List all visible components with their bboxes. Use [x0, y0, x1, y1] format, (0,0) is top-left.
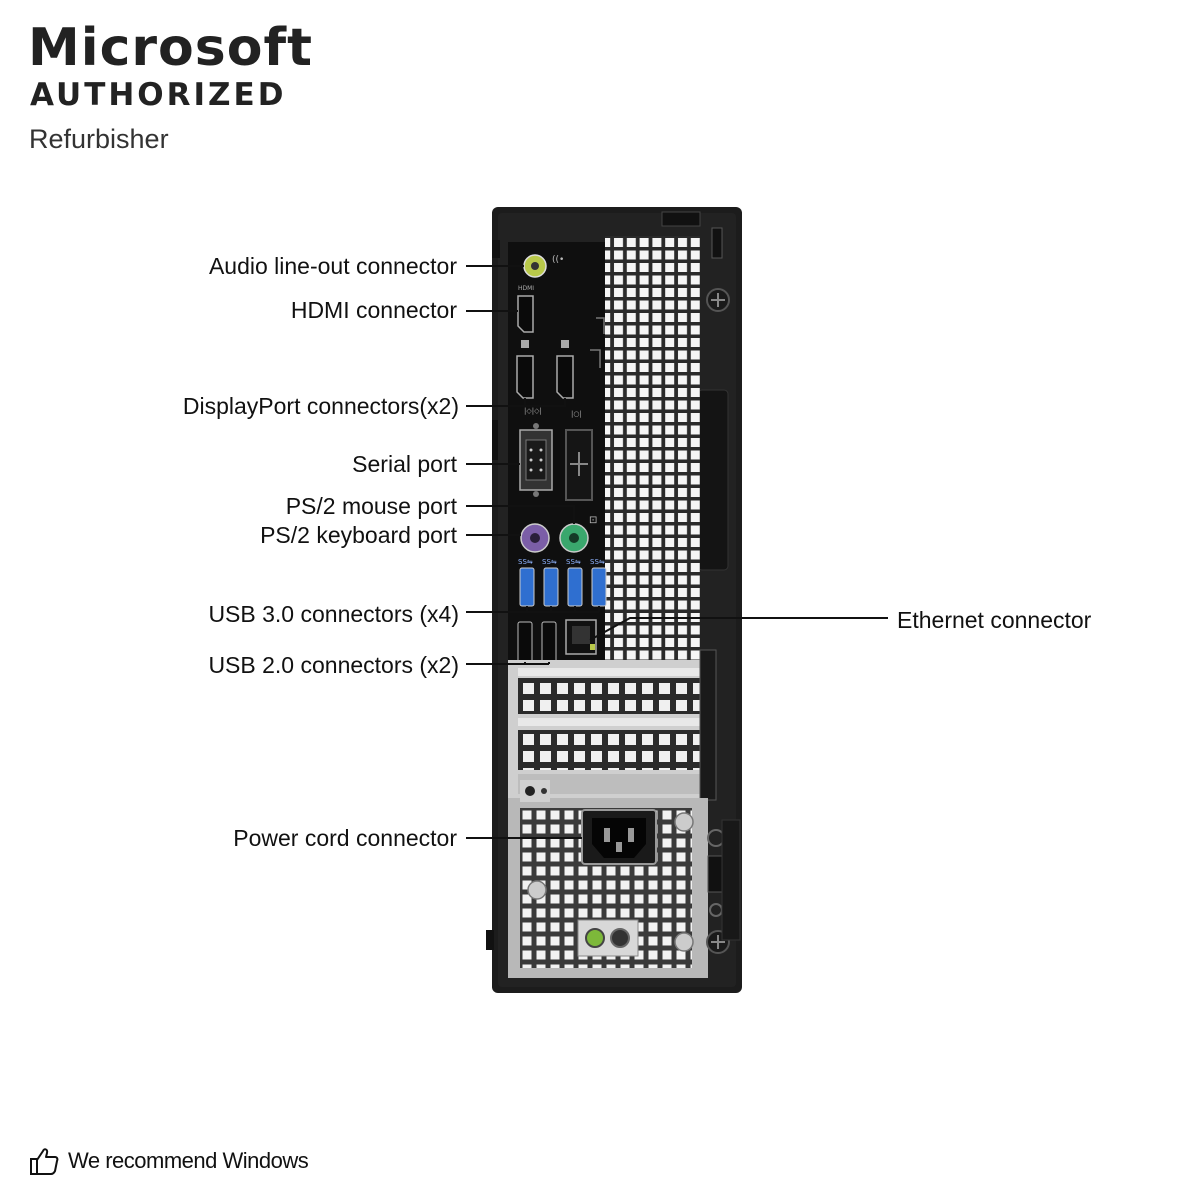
callout-usb2: USB 2.0 connectors (x2)	[208, 652, 459, 678]
callout-power: Power cord connector	[233, 825, 457, 851]
svg-text:HDMI: HDMI	[518, 285, 534, 292]
callout-ps2-mouse: PS/2 mouse port	[285, 493, 457, 519]
expansion-slots	[508, 649, 717, 801]
callout-usb3: USB 3.0 connectors (x4)	[208, 601, 459, 627]
displayport-ports: |◇|◇| |○|	[516, 340, 582, 418]
ps2-ports: ⊡	[520, 515, 597, 553]
footer: We recommend Windows	[28, 1145, 309, 1177]
svg-text:|○|: |○|	[571, 410, 582, 418]
svg-text:SS⇋: SS⇋	[518, 558, 533, 566]
hdmi-port: HDMI	[517, 285, 534, 333]
svg-text:SS⇋: SS⇋	[566, 558, 581, 566]
chassis-right-details	[706, 819, 741, 954]
svg-text:((•: ((•	[552, 255, 564, 265]
ethernet-port	[565, 619, 597, 655]
audio-line-out-port: ((•	[523, 254, 564, 278]
brand-logo: Microsoft AUTHORIZED Refurbisher	[28, 18, 313, 156]
thumbs-up-icon	[30, 1148, 59, 1175]
callout-serial: Serial port	[352, 451, 457, 477]
svg-text:|◇|◇|: |◇|◇|	[524, 407, 542, 415]
serial-port	[519, 423, 593, 501]
brand-name: Microsoft	[28, 18, 313, 78]
svg-text:⊡: ⊡	[589, 515, 597, 526]
brand-status: AUTHORIZED	[30, 77, 287, 113]
callout-ps2-keyboard: PS/2 keyboard port	[260, 522, 457, 548]
leader-lines	[466, 265, 888, 839]
power-supply	[508, 780, 708, 978]
footer-text: We recommend Windows	[68, 1148, 309, 1173]
svg-text:SS⇋: SS⇋	[542, 558, 557, 566]
brand-role: Refurbisher	[29, 124, 169, 154]
callout-ethernet: Ethernet connector	[897, 607, 1092, 633]
svg-text:SS⇋: SS⇋	[590, 558, 605, 566]
callout-audio: Audio line-out connector	[208, 253, 457, 279]
callout-hdmi: HDMI connector	[290, 297, 457, 323]
callout-displayport: DisplayPort connectors(x2)	[182, 393, 459, 419]
usb2-ports	[517, 621, 557, 663]
